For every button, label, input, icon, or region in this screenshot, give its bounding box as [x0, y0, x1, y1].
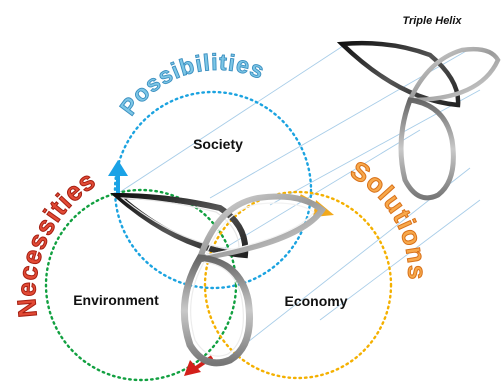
society-label: Society: [193, 136, 243, 152]
large-helix-knot: [109, 192, 327, 367]
environment-circle: [44, 188, 238, 382]
economy-label: Economy: [284, 293, 347, 309]
arrow-up-icon: [108, 160, 128, 196]
economy-circle: [203, 190, 393, 380]
environment-label: Environment: [73, 292, 159, 308]
society-circle: [113, 90, 313, 290]
solutions-label: Solutions: [345, 155, 432, 281]
diagram-title: Triple Helix: [402, 15, 462, 27]
small-helix-knot: [336, 40, 501, 201]
